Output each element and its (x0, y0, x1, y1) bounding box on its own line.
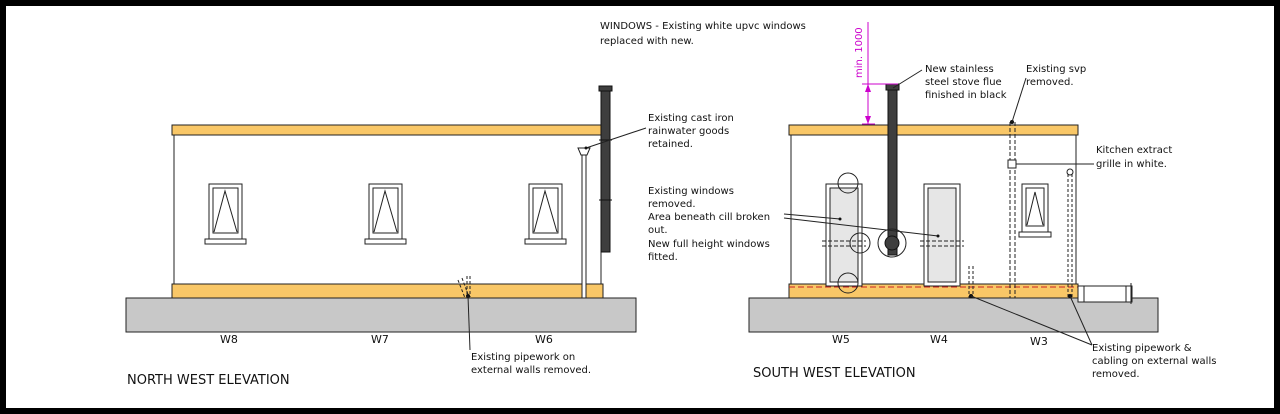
sw-elevation-title: SOUTH WEST ELEVATION (753, 366, 916, 381)
sw-extract-grille (1007, 159, 1017, 169)
south-west-elevation: min. 1000 W5 W4 W3 WINDOWS - Existing wh… (600, 21, 1216, 381)
sw-windows-header-line2: replaced with new. (600, 36, 694, 47)
sw-windows-note-line1: Existing windows (648, 186, 734, 197)
sw-svp-leader (1011, 77, 1027, 123)
sw-external-pipework (968, 168, 1133, 304)
sw-flue-leader (892, 69, 923, 89)
sw-windows-leader-b (783, 217, 939, 237)
nw-window-label-w6: W6 (535, 333, 553, 346)
sw-windows-note-line6: fitted. (648, 252, 678, 263)
sw-windows-note-line3: Area beneath cill broken (648, 212, 770, 223)
sw-window-label-w5: W5 (832, 333, 850, 346)
elevation-drawing: W8 W7 W6 Existing cast iron rainwater go… (125, 21, 1216, 388)
nw-window-w8 (204, 183, 247, 245)
nw-castiron-note-line1: Existing cast iron (648, 113, 734, 124)
nw-window-w6 (524, 183, 567, 245)
sw-flue-note-line3: finished in black (925, 90, 1007, 101)
sw-windows-header-line1: WINDOWS - Existing white upvc windows (600, 21, 806, 32)
sw-ground-slab (748, 297, 1159, 333)
sw-windows-leader-a (783, 213, 841, 220)
nw-flue (598, 85, 613, 253)
sw-window-w3 (1018, 183, 1052, 238)
sw-windows-note-line2: removed. (648, 199, 696, 210)
sw-windows-note-line5: New full height windows (648, 239, 770, 250)
nw-window-label-w7: W7 (371, 333, 389, 346)
sw-extract-note-line2: grille in white. (1096, 159, 1167, 170)
nw-pipework-leader (467, 295, 471, 351)
sw-window-w5 (822, 172, 871, 294)
sw-flue-note-line1: New stainless (925, 64, 994, 75)
north-west-elevation: W8 W7 W6 Existing cast iron rainwater go… (125, 85, 734, 388)
sw-extract-note-line1: Kitchen extract (1096, 145, 1172, 156)
nw-castiron-note-line3: retained. (648, 139, 693, 150)
nw-window-label-w8: W8 (220, 333, 238, 346)
nw-ground-slab (125, 297, 637, 333)
sw-dimension-label: min. 1000 (854, 27, 865, 78)
nw-pipework-note-line1: Existing pipework on (471, 352, 575, 363)
sw-svp-note-line1: Existing svp (1026, 64, 1086, 75)
sw-fascia (788, 124, 1079, 136)
nw-castiron-leader (585, 127, 647, 149)
sw-pipework-note-line2: cabling on external walls (1092, 356, 1216, 367)
nw-castiron-note-line2: rainwater goods (648, 126, 729, 137)
sw-pipework-leader-b (1069, 295, 1093, 346)
nw-window-w7 (364, 183, 407, 245)
sw-pipework-note-line3: removed. (1092, 369, 1140, 380)
sw-pipework-note-line1: Existing pipework & (1092, 343, 1192, 354)
sw-windows-note-line4: out. (648, 225, 668, 236)
sw-pipework-leader-a (970, 295, 1093, 346)
nw-pipework-note-line2: external walls removed. (471, 365, 591, 376)
nw-elevation-title: NORTH WEST ELEVATION (127, 373, 290, 388)
sw-window-label-w3: W3 (1030, 335, 1048, 348)
sw-window-label-w4: W4 (930, 333, 948, 346)
nw-fascia (171, 124, 604, 136)
nw-plinth (171, 283, 604, 299)
sw-dimension: min. 1000 (854, 22, 898, 125)
sw-stove-flue (877, 83, 907, 258)
sw-flue-note-line2: steel stove flue (925, 77, 1002, 88)
sw-svp-note-line2: removed. (1026, 77, 1074, 88)
